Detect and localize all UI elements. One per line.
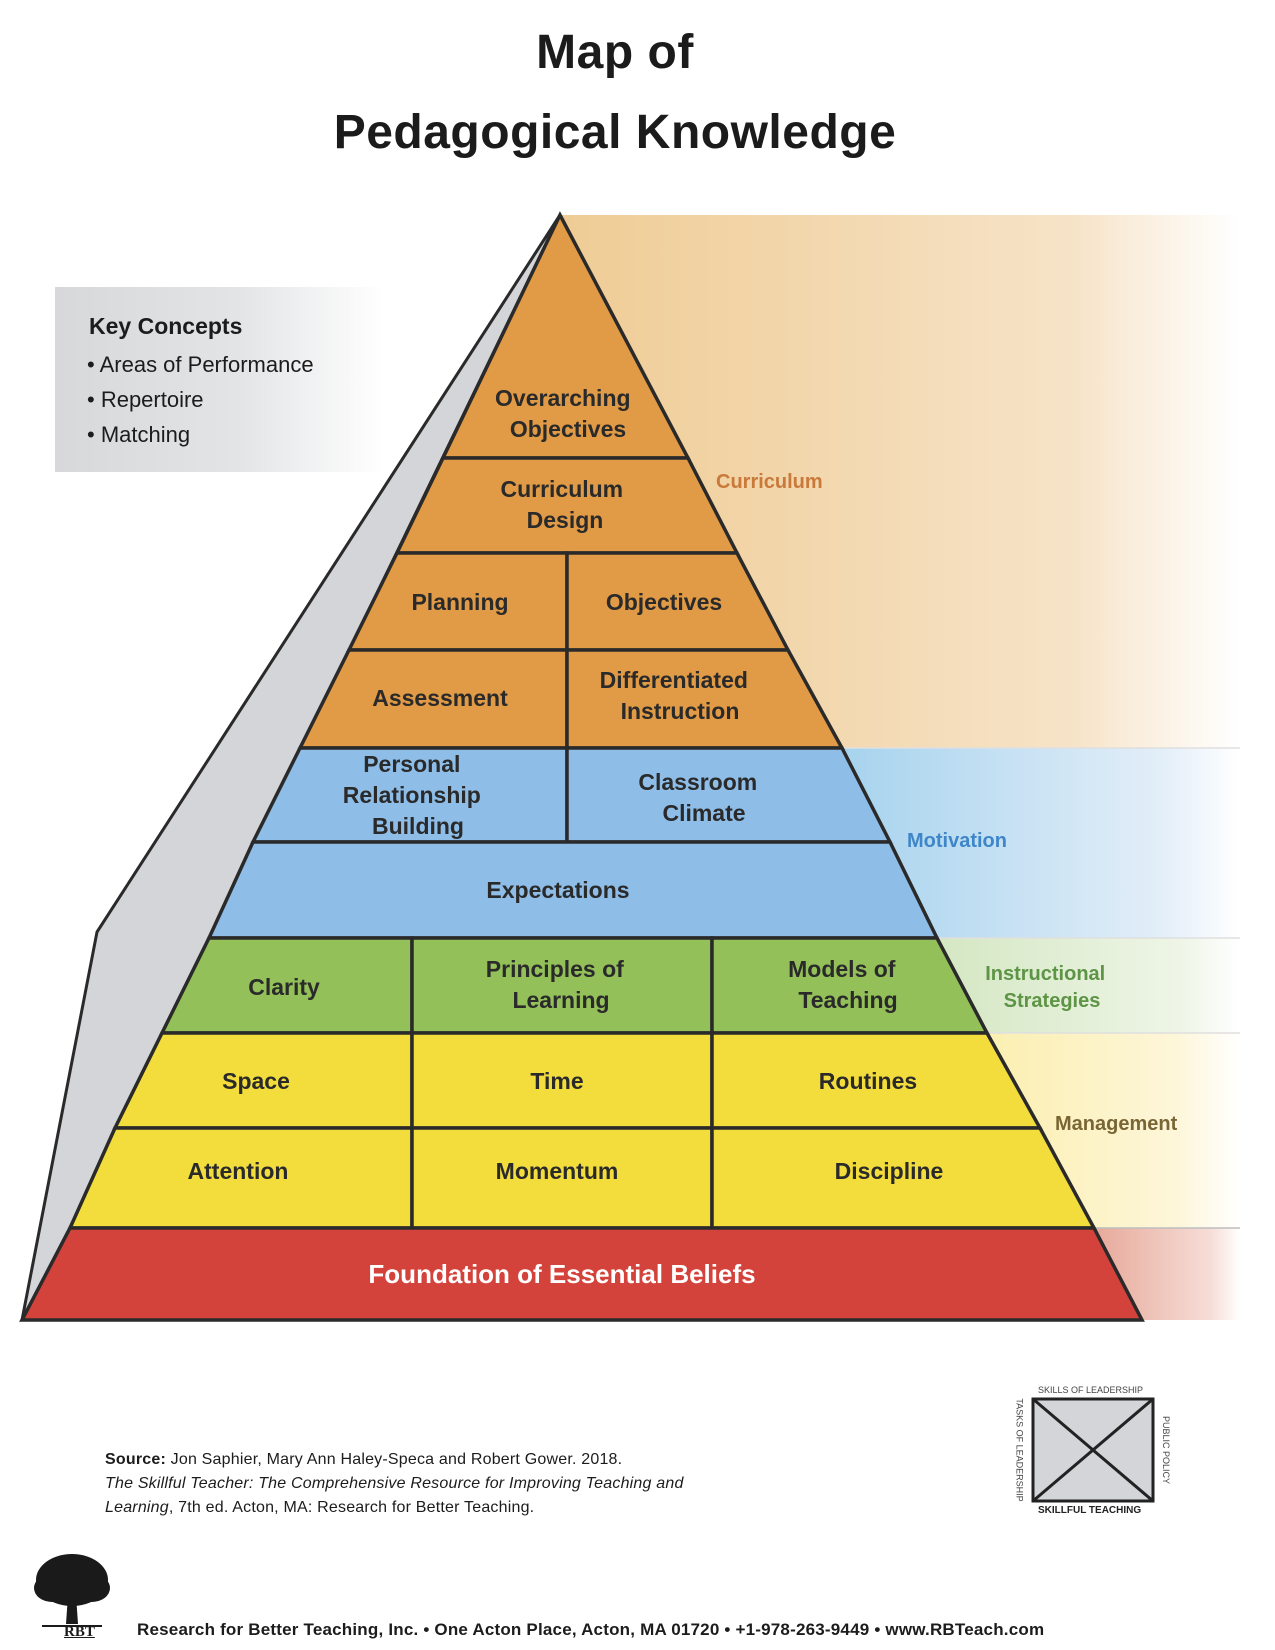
key-concepts-heading: Key Concepts (89, 313, 243, 339)
area-label-curriculum: Curriculum (716, 471, 823, 493)
area-label-management: Management (1055, 1113, 1178, 1135)
source-edition: , 7th ed. Acton, MA: Research for Better… (168, 1499, 535, 1516)
text-objectives: Objectives (606, 589, 722, 615)
area-label-motivation: Motivation (907, 830, 1007, 852)
leadership-right-label: PUBLIC POLICY (1161, 1415, 1172, 1485)
text-foundation: Foundation of Essential Beliefs (368, 1259, 755, 1289)
rbt-logo: RBT (30, 1550, 115, 1645)
source-book-title: The Skillful Teacher: The Comprehensive … (105, 1475, 684, 1516)
management-band (987, 1033, 1240, 1228)
key-concepts-list: • Areas of Performance • Repertoire • Ma… (87, 347, 314, 452)
key-concept-item: • Areas of Performance (87, 352, 314, 377)
text-personal-relationship-building: Personal Relationship Building (343, 751, 487, 839)
text-overarching-objectives: Overarching Objectives (495, 385, 637, 442)
text-space: Space (222, 1068, 290, 1094)
text-routines: Routines (819, 1068, 917, 1094)
key-concept-item: • Repertoire (87, 387, 204, 412)
tree-icon (34, 1554, 110, 1627)
text-principles-of-learning: Principles of Learning (486, 956, 630, 1013)
cell-curriculum-design (394, 456, 740, 555)
text-curriculum-design: Curriculum Design (500, 476, 629, 533)
text-discipline: Discipline (835, 1158, 944, 1184)
text-attention: Attention (188, 1158, 289, 1184)
footer-contact: Research for Better Teaching, Inc. • One… (137, 1620, 1045, 1639)
key-concept-item: • Matching (87, 422, 191, 447)
source-label: Source: (105, 1451, 166, 1468)
cell-models-of-teaching (710, 936, 990, 1035)
area-label-instructional-strategies: Instructional Strategies (985, 963, 1111, 1012)
key-concepts-box: Key Concepts • Areas of Performance • Re… (55, 287, 385, 472)
text-models-of-teaching: Models of Teaching (788, 956, 902, 1013)
text-momentum: Momentum (496, 1158, 619, 1184)
text-assessment: Assessment (372, 685, 508, 711)
cell-classroom-climate (565, 746, 893, 844)
text-clarity: Clarity (248, 974, 320, 1000)
text-time: Time (530, 1068, 583, 1094)
text-planning: Planning (411, 589, 508, 615)
instructional-band (937, 938, 1240, 1033)
leadership-diagram: SKILLS OF LEADERSHIP TASKS OF LEADERSHIP… (1010, 1385, 1175, 1520)
logo-text: RBT (64, 1624, 95, 1640)
cell-foundation (19, 1226, 1145, 1322)
text-expectations: Expectations (486, 877, 629, 903)
page-title-line2: Pedagogical Knowledge (333, 106, 897, 159)
page-title-line1: Map of (536, 26, 694, 79)
text-classroom-climate: Classroom Climate (638, 769, 763, 826)
leadership-left-label: TASKS OF LEADERSHIP (1014, 1398, 1025, 1502)
source-citation: Source: Jon Saphier, Mary Ann Haley-Spec… (105, 1448, 745, 1520)
leadership-top-label: SKILLS OF LEADERSHIP (1038, 1385, 1144, 1395)
leadership-bottom-label: SKILLFUL TEACHING (1038, 1505, 1142, 1516)
motivation-band (842, 748, 1240, 938)
leadership-box-icon (1031, 1397, 1155, 1503)
curriculum-band (560, 215, 1240, 748)
cell-principles-of-learning (410, 936, 714, 1035)
source-authors: Jon Saphier, Mary Ann Haley-Speca and Ro… (170, 1451, 623, 1468)
text-differentiated-instruction: Differentiated Instruction (600, 667, 755, 724)
pyramid-diagram: Overarching Objectives Curriculum Design… (19, 211, 1240, 1322)
